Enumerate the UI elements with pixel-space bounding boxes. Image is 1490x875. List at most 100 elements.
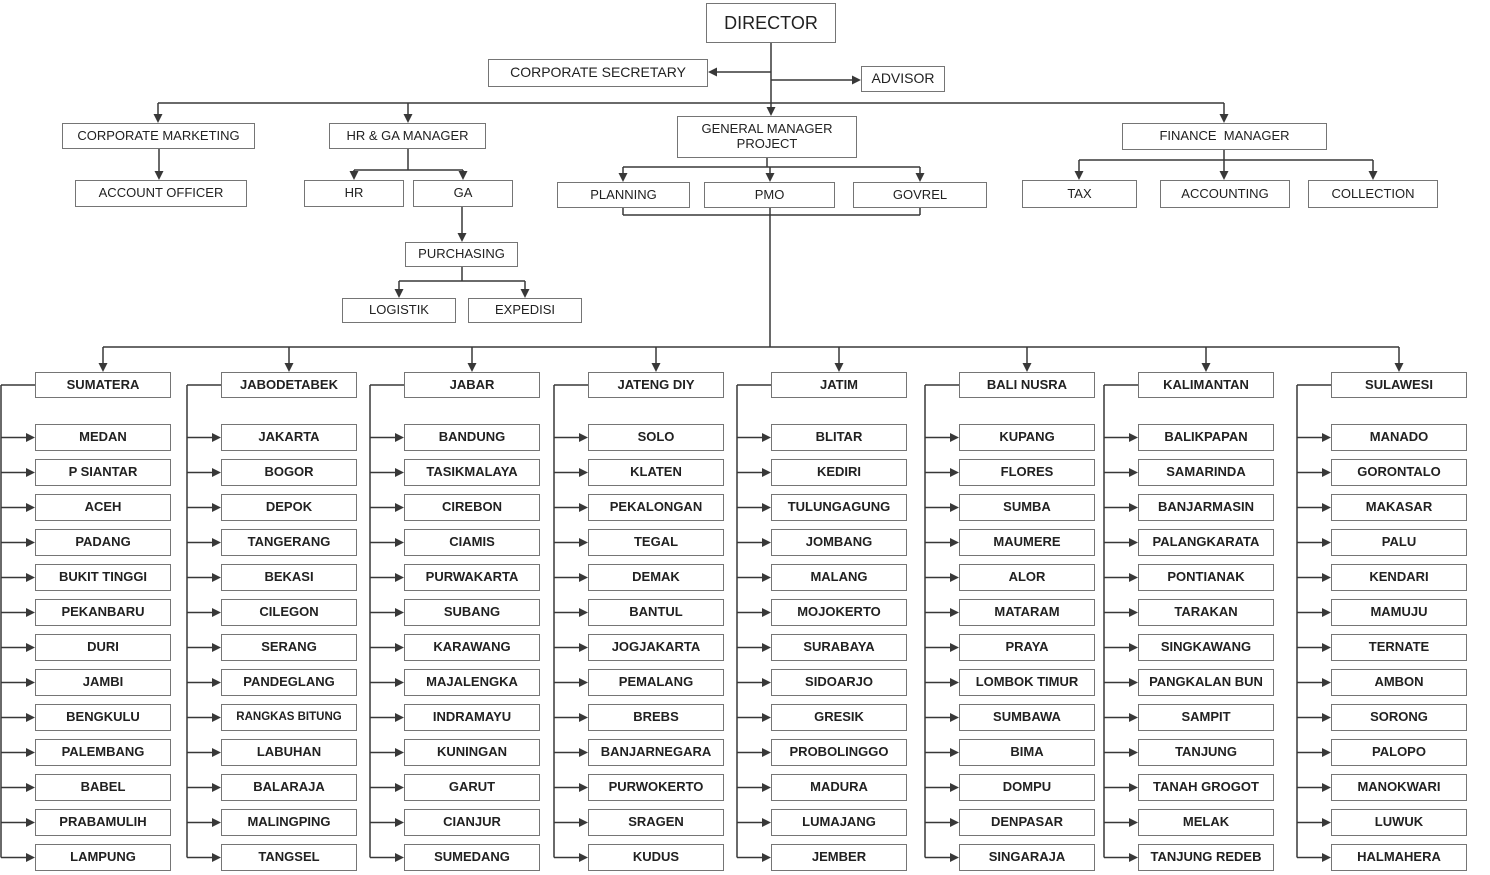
city-box-palopo: PALOPO — [1331, 739, 1467, 766]
city-box-bengkulu-label: BENGKULU — [66, 709, 140, 725]
city-box-singaraja-label: SINGARAJA — [988, 849, 1066, 865]
node-planning-label: PLANNING — [590, 186, 657, 202]
city-box-tulungagung: TULUNGAGUNG — [771, 494, 907, 521]
node-hr-label: HR — [344, 185, 364, 201]
region-header-kalimantan-label: KALIMANTAN — [1163, 376, 1249, 392]
city-box-kupang: KUPANG — [959, 424, 1095, 451]
node-hr-ga-manager-label: HR & GA MANAGER — [346, 127, 469, 143]
city-box-tegal-label: TEGAL — [633, 534, 679, 550]
city-box-lampung-label: LAMPUNG — [70, 849, 136, 865]
city-box-pangkalan-bun-label: PANGKALAN BUN — [1149, 674, 1263, 690]
city-box-gresik: GRESIK — [771, 704, 907, 731]
city-box-flores-label: FLORES — [1000, 464, 1054, 480]
city-box-babel-label: BABEL — [80, 779, 126, 795]
city-box-rangkas-bitung: RANGKAS BITUNG — [221, 704, 357, 731]
city-box-jombang: JOMBANG — [771, 529, 907, 556]
node-collection: COLLECTION — [1308, 180, 1438, 208]
city-box-sumedang-label: SUMEDANG — [434, 849, 510, 865]
node-account-officer-label: ACCOUNT OFFICER — [98, 185, 224, 201]
node-govrel-label: GOVREL — [892, 186, 948, 202]
city-box-cirebon: CIREBON — [404, 494, 540, 521]
city-box-makasar: MAKASAR — [1331, 494, 1467, 521]
city-box-brebs: BREBS — [588, 704, 724, 731]
city-box-malang-label: MALANG — [810, 569, 868, 585]
city-box-subang: SUBANG — [404, 599, 540, 626]
city-box-sragen: SRAGEN — [588, 809, 724, 836]
node-expedisi-label: EXPEDISI — [495, 302, 555, 318]
city-box-balaraja: BALARAJA — [221, 774, 357, 801]
region-header-jateng-diy-label: JATENG DIY — [617, 376, 695, 392]
city-box-melak-label: MELAK — [1182, 814, 1230, 830]
region-header-jatim-label: JATIM — [819, 376, 859, 392]
city-box-banjarnegara: BANJARNEGARA — [588, 739, 724, 766]
city-box-jombang-label: JOMBANG — [805, 534, 873, 550]
city-box-bukit-tinggi-label: BUKIT TINGGI — [58, 569, 148, 585]
city-box-prabamulih: PRABAMULIH — [35, 809, 171, 836]
city-box-mamuju-label: MAMUJU — [1370, 604, 1428, 620]
city-box-kediri-label: KEDIRI — [816, 464, 862, 480]
city-box-malingping: MALINGPING — [221, 809, 357, 836]
city-box-palembang-label: PALEMBANG — [61, 744, 145, 760]
city-box-bantul: BANTUL — [588, 599, 724, 626]
city-box-cirebon-label: CIREBON — [442, 499, 502, 515]
city-box-palu: PALU — [1331, 529, 1467, 556]
city-box-dompu: DOMPU — [959, 774, 1095, 801]
city-box-kupang-label: KUPANG — [999, 429, 1055, 445]
city-box-pontianak-label: PONTIANAK — [1167, 569, 1245, 585]
city-box-dompu-label: DOMPU — [1002, 779, 1052, 795]
city-box-purwokerto-label: PURWOKERTO — [608, 779, 704, 795]
city-box-duri-label: DURI — [87, 639, 119, 655]
city-box-jogjakarta-label: JOGJAKARTA — [611, 639, 701, 655]
city-box-klaten: KLATEN — [588, 459, 724, 486]
city-box-pemalang: PEMALANG — [588, 669, 724, 696]
city-box-banjarnegara-label: BANJARNEGARA — [600, 744, 712, 760]
city-box-aceh: ACEH — [35, 494, 171, 521]
city-box-jember: JEMBER — [771, 844, 907, 871]
city-box-balaraja-label: BALARAJA — [253, 779, 325, 795]
city-box-lumajang-label: LUMAJANG — [802, 814, 876, 830]
city-box-tarakan: TARAKAN — [1138, 599, 1274, 626]
city-box-mojokerto: MOJOKERTO — [771, 599, 907, 626]
node-corporate-marketing-label: CORPORATE MARKETING — [77, 127, 240, 143]
node-ga-label: GA — [453, 185, 473, 201]
city-box-probolinggo: PROBOLINGGO — [771, 739, 907, 766]
city-box-indramayu: INDRAMAYU — [404, 704, 540, 731]
city-box-pekalongan: PEKALONGAN — [588, 494, 724, 521]
region-header-sulawesi: SULAWESI — [1331, 372, 1467, 398]
city-box-p-siantar-label: P SIANTAR — [68, 464, 138, 480]
city-box-kuningan: KUNINGAN — [404, 739, 540, 766]
city-box-mataram: MATARAM — [959, 599, 1095, 626]
city-box-serang: SERANG — [221, 634, 357, 661]
city-box-samarinda: SAMARINDA — [1138, 459, 1274, 486]
city-box-solo-label: SOLO — [637, 429, 675, 445]
city-box-madura-label: MADURA — [810, 779, 868, 795]
city-box-purwokerto: PURWOKERTO — [588, 774, 724, 801]
city-box-bandung-label: BANDUNG — [438, 429, 506, 445]
city-box-aceh-label: ACEH — [84, 499, 122, 515]
node-ga: GA — [413, 180, 513, 207]
node-corporate-secretary: CORPORATE SECRETARY — [488, 59, 708, 87]
city-box-bekasi: BEKASI — [221, 564, 357, 591]
city-box-mamuju: MAMUJU — [1331, 599, 1467, 626]
region-header-jatim: JATIM — [771, 372, 907, 398]
region-header-jabodetabek: JABODETABEK — [221, 372, 357, 398]
city-box-lombok-timur-label: LOMBOK TIMUR — [975, 674, 1079, 690]
city-box-serang-label: SERANG — [261, 639, 317, 655]
city-box-purwakarta-label: PURWAKARTA — [425, 569, 519, 585]
city-box-palembang: PALEMBANG — [35, 739, 171, 766]
city-box-gresik-label: GRESIK — [814, 709, 864, 725]
city-box-jakarta-label: JAKARTA — [258, 429, 320, 445]
city-box-lampung: LAMPUNG — [35, 844, 171, 871]
city-box-tanjung-redeb: TANJUNG REDEB — [1138, 844, 1274, 871]
city-box-tanah-grogot-label: TANAH GROGOT — [1153, 779, 1259, 795]
city-box-surabaya: SURABAYA — [771, 634, 907, 661]
city-box-medan: MEDAN — [35, 424, 171, 451]
city-box-jambi-label: JAMBI — [82, 674, 124, 690]
city-box-melak: MELAK — [1138, 809, 1274, 836]
region-header-jabodetabek-label: JABODETABEK — [240, 376, 338, 392]
city-box-manokwari: MANOKWARI — [1331, 774, 1467, 801]
city-box-bantul-label: BANTUL — [629, 604, 683, 620]
city-box-kediri: KEDIRI — [771, 459, 907, 486]
city-box-bogor-label: BOGOR — [264, 464, 314, 480]
city-box-sampit-label: SAMPIT — [1181, 709, 1231, 725]
